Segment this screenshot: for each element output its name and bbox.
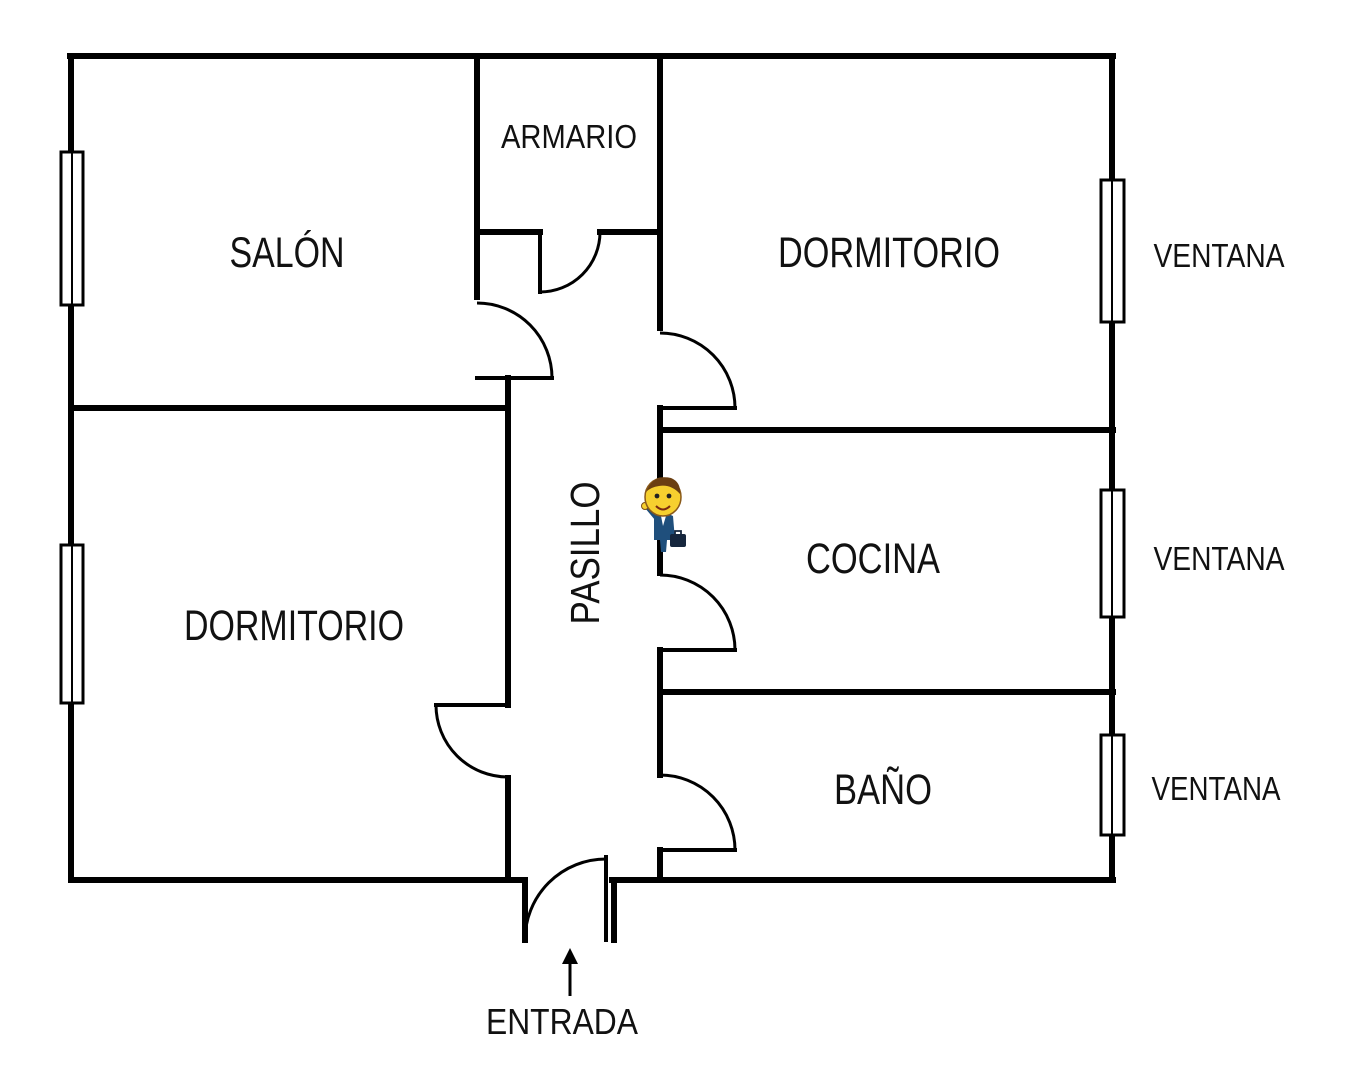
labels: ARMARIO SALÓN DORMITORIO DORMITORIO COCI… bbox=[184, 118, 1285, 1042]
window-salon bbox=[59, 150, 85, 307]
doors bbox=[434, 230, 737, 942]
door-swing-arc bbox=[659, 773, 737, 851]
door-entrance bbox=[523, 855, 608, 942]
mascot-briefcase-handle bbox=[674, 530, 682, 534]
room-label-armario: ARMARIO bbox=[501, 118, 637, 155]
door-swing-arc bbox=[434, 704, 509, 779]
mascot-shirt bbox=[661, 516, 666, 526]
door-dormitorio-top bbox=[658, 331, 737, 410]
arrow-up-icon bbox=[562, 948, 578, 996]
window-dormitorio-top bbox=[1099, 178, 1126, 324]
room-label-dormitorio-left: DORMITORIO bbox=[184, 602, 404, 650]
door-swing-arc bbox=[659, 331, 737, 409]
door-bano bbox=[658, 773, 737, 852]
room-label-pasillo: PASILLO bbox=[562, 482, 608, 625]
room-label-bano: BAÑO bbox=[834, 766, 932, 814]
window-bano bbox=[1099, 733, 1126, 837]
windows bbox=[59, 150, 1126, 837]
door-swing-arc bbox=[476, 301, 554, 379]
mascot-body bbox=[654, 513, 675, 552]
mascot-eye-left bbox=[654, 493, 660, 499]
mascot-logo bbox=[641, 477, 686, 552]
door-swing-arc bbox=[523, 857, 607, 941]
mascot-mouth bbox=[655, 505, 671, 511]
window-label-dormitorio: VENTANA bbox=[1154, 237, 1285, 274]
window-cocina bbox=[1099, 488, 1126, 619]
door-salon bbox=[475, 301, 554, 380]
door-dormitorio-left bbox=[434, 703, 510, 779]
window-label-cocina: VENTANA bbox=[1154, 540, 1285, 577]
room-label-cocina: COCINA bbox=[806, 535, 940, 583]
mascot-eye-right bbox=[666, 493, 672, 499]
door-armario bbox=[538, 230, 602, 294]
door-swing-arc bbox=[539, 231, 602, 294]
entrance-label: ENTRADA bbox=[486, 1001, 638, 1042]
room-label-dormitorio-top: DORMITORIO bbox=[778, 229, 1000, 277]
door-cocina bbox=[658, 573, 737, 652]
mascot-briefcase bbox=[670, 534, 686, 547]
door-swing-arc bbox=[659, 573, 737, 651]
room-label-salon: SALÓN bbox=[230, 229, 345, 277]
mascot-hair bbox=[646, 477, 681, 494]
window-label-bano: VENTANA bbox=[1152, 770, 1281, 807]
window-dormitorio-left bbox=[59, 543, 85, 705]
